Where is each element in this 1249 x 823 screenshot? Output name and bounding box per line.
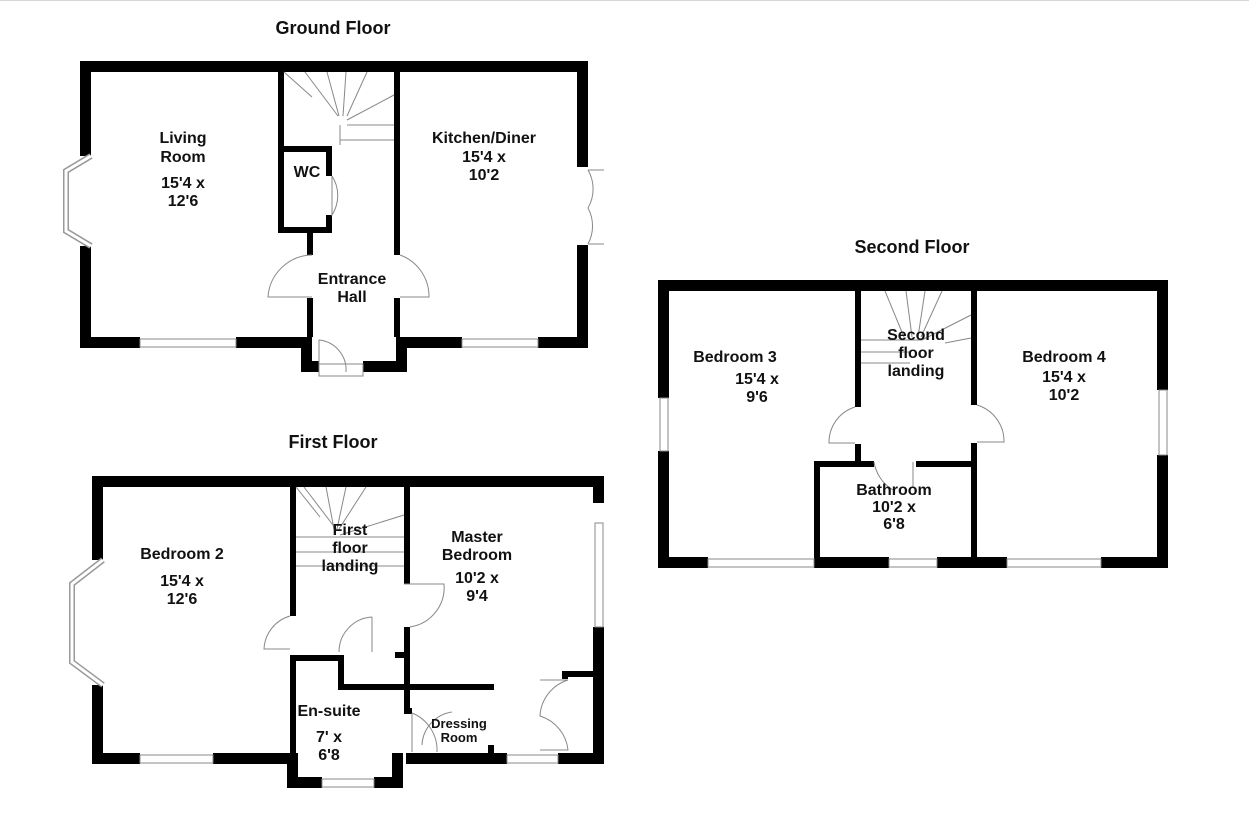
svg-text:floor: floor [332,540,368,557]
first-floor: First Floor [69,432,604,788]
svg-text:10'2 x: 10'2 x [872,499,916,516]
svg-text:Master: Master [451,529,503,546]
svg-text:Bedroom 2: Bedroom 2 [140,546,224,563]
ground-floor-title: Ground Floor [276,18,391,38]
svg-text:Room: Room [160,149,205,166]
second-floor: Second Floor [658,237,1168,568]
svg-text:10'2: 10'2 [469,167,500,184]
room-living-room: Living Room 15'4 x 12'6 [159,130,206,210]
svg-text:10'2: 10'2 [1049,387,1080,404]
room-bedroom-3: Bedroom 3 15'4 x 9'6 [693,349,779,406]
svg-text:15'4 x: 15'4 x [161,175,205,192]
svg-text:12'6: 12'6 [167,591,198,608]
room-first-floor-landing: First floor landing [322,522,379,575]
svg-text:WC: WC [294,164,321,181]
room-dressing-room: Dressing Room [431,716,487,745]
svg-text:Kitchen/Diner: Kitchen/Diner [432,130,536,147]
room-wc: WC [294,164,321,181]
svg-text:15'4 x: 15'4 x [1042,369,1086,386]
first-floor-title: First Floor [289,432,378,452]
svg-text:15'4 x: 15'4 x [735,371,779,388]
svg-text:15'4 x: 15'4 x [462,149,506,166]
room-master-bedroom: Master Bedroom 10'2 x 9'4 [442,529,512,605]
room-second-floor-landing: Second floor landing [887,327,945,380]
svg-text:First: First [333,522,368,539]
svg-text:Bedroom 3: Bedroom 3 [693,349,777,366]
room-bedroom-2: Bedroom 2 15'4 x 12'6 [140,546,224,608]
svg-text:Dressing: Dressing [431,716,487,731]
ground-floor: Ground Floor [63,18,604,377]
svg-text:Bathroom: Bathroom [856,482,932,499]
svg-text:10'2 x: 10'2 x [455,570,499,587]
svg-text:6'8: 6'8 [318,747,340,764]
svg-text:6'8: 6'8 [883,516,905,533]
svg-text:Room: Room [441,730,478,745]
second-floor-title: Second Floor [854,237,969,257]
svg-text:En-suite: En-suite [297,703,360,720]
svg-text:15'4 x: 15'4 x [160,573,204,590]
svg-text:landing: landing [888,363,945,380]
room-entrance-hall: Entrance Hall [318,271,387,306]
room-kitchen-diner: Kitchen/Diner 15'4 x 10'2 [432,130,536,184]
room-en-suite: En-suite 7' x 6'8 [297,703,360,764]
svg-text:12'6: 12'6 [168,193,199,210]
svg-text:Entrance: Entrance [318,271,387,288]
svg-text:Bedroom 4: Bedroom 4 [1022,349,1106,366]
top-divider [0,0,1249,1]
svg-text:9'6: 9'6 [746,389,768,406]
svg-text:floor: floor [898,345,934,362]
svg-text:7' x: 7' x [316,729,342,746]
svg-text:Living: Living [159,130,206,147]
svg-text:Hall: Hall [337,289,366,306]
svg-text:Second: Second [887,327,945,344]
svg-text:Bedroom: Bedroom [442,547,512,564]
svg-text:landing: landing [322,558,379,575]
room-bathroom: Bathroom 10'2 x 6'8 [856,482,932,533]
svg-text:9'4: 9'4 [466,588,488,605]
room-bedroom-4: Bedroom 4 15'4 x 10'2 [1022,349,1106,404]
